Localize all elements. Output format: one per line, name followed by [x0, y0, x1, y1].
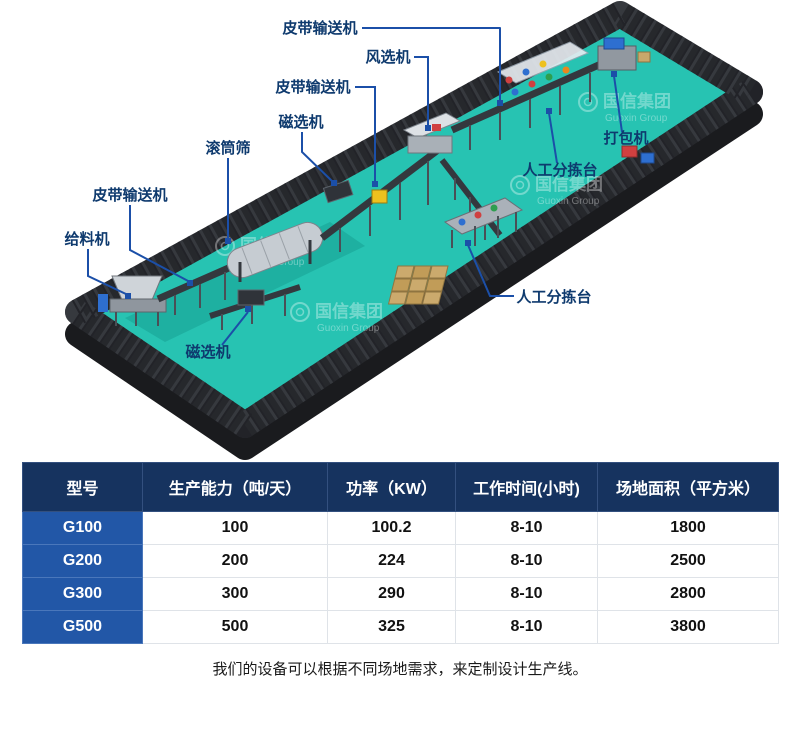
cell-site-area: 3800 — [597, 610, 779, 644]
bale-stack — [387, 265, 449, 305]
label-belt-conveyor-top: 皮带输送机 — [282, 19, 503, 106]
cell-working-hours: 8-10 — [455, 544, 598, 578]
air-separator-machine — [402, 112, 462, 154]
table-row-g100: G100 100 100.2 8-10 1800 — [22, 511, 779, 545]
watermark: 国信集团 Guoxin Group — [290, 301, 383, 334]
svg-text:国信集团: 国信集团 — [315, 301, 383, 321]
cell-capacity: 100 — [142, 511, 328, 545]
svg-text:Guoxin Group: Guoxin Group — [537, 196, 600, 207]
table-row-g300: G300 300 290 8-10 2800 — [22, 577, 779, 611]
manual-sorting-platform-lower-machine — [443, 197, 524, 248]
leader-dot — [497, 100, 503, 106]
table-row-g200: G200 200 224 8-10 2500 — [22, 544, 779, 578]
svg-text:国信集团: 国信集团 — [603, 91, 671, 111]
site-floor — [65, 1, 763, 438]
label-text: 人工分拣台 — [516, 288, 591, 306]
label-text: 人工分拣台 — [522, 161, 597, 179]
svg-text:Guoxin Group: Guoxin Group — [317, 323, 380, 334]
table-row-g500: G500 500 325 8-10 3800 — [22, 610, 779, 644]
magnetic-separator-bottom-machine — [237, 289, 265, 306]
cell-model: G100 — [22, 511, 143, 545]
watermark: 国信集团 Guoxin Group — [578, 91, 671, 124]
leader-dot — [465, 240, 471, 246]
label-air-separator: 风选机 — [365, 48, 431, 131]
table-header-row: 型号 生产能力（吨/天） 功率（KW） 工作时间(小时) 场地面积（平方米） — [22, 462, 779, 512]
leader-line — [129, 205, 191, 283]
label-text: 打包机 — [603, 129, 648, 147]
leader-dot — [546, 108, 552, 114]
cell-working-hours: 8-10 — [455, 610, 598, 644]
cell-model: G500 — [22, 610, 143, 644]
label-text: 皮带输送机 — [92, 186, 167, 204]
cell-working-hours: 8-10 — [455, 511, 598, 545]
svg-text:Guoxin Group: Guoxin Group — [605, 113, 668, 124]
leader-line — [355, 86, 376, 181]
leader-line — [613, 75, 623, 133]
label-text: 滚筒筛 — [205, 139, 250, 157]
label-text: 风选机 — [365, 48, 410, 66]
cell-capacity: 200 — [142, 544, 328, 578]
label-manual-sorting-platform-upper: 人工分拣台 — [522, 108, 598, 179]
label-text: 磁选机 — [278, 113, 323, 131]
leader-dot — [425, 125, 431, 131]
cell-site-area: 1800 — [597, 511, 779, 545]
side-equipment — [621, 145, 655, 164]
cell-power: 290 — [327, 577, 456, 611]
belt-conveyor-left-machine — [156, 259, 242, 315]
manual-sorting-platform-upper-machine — [496, 41, 590, 96]
baler-machine — [597, 37, 651, 71]
leader-line — [362, 27, 501, 100]
leader-line — [301, 132, 335, 184]
label-text: 皮带输送机 — [275, 78, 350, 96]
label-manual-sorting-platform-lower: 人工分拣台 — [465, 240, 592, 306]
cell-power: 325 — [327, 610, 456, 644]
cell-power: 100.2 — [327, 511, 456, 545]
col-header-power: 功率（KW） — [327, 462, 456, 512]
label-text: 给料机 — [64, 230, 109, 248]
leader-line — [467, 244, 514, 297]
label-text: 磁选机 — [185, 343, 230, 361]
leader-dot — [331, 180, 337, 186]
wall-brick-texture-2 — [65, 1, 763, 438]
cell-model: G300 — [22, 577, 143, 611]
svg-text:国信集团: 国信集团 — [535, 174, 603, 194]
label-trommel-screen: 滚筒筛 — [205, 139, 251, 244]
small-yellow-machine — [371, 189, 388, 204]
cell-site-area: 2500 — [597, 544, 779, 578]
col-header-working-hours: 工作时间(小时) — [455, 462, 598, 512]
leader-dot — [611, 71, 617, 77]
label-belt-conveyor-mid: 皮带输送机 — [275, 78, 378, 187]
label-magnetic-separator-bottom: 磁选机 — [185, 306, 251, 361]
cell-power: 224 — [327, 544, 456, 578]
label-magnetic-separator-mid: 磁选机 — [278, 113, 337, 186]
cell-capacity: 300 — [142, 577, 328, 611]
trommel-screen-machine — [226, 221, 324, 282]
cell-working-hours: 8-10 — [455, 577, 598, 611]
col-header-capacity: 生产能力（吨/天） — [142, 462, 328, 512]
label-baler: 打包机 — [603, 71, 649, 147]
col-header-site-area: 场地面积（平方米） — [597, 462, 779, 512]
cell-site-area: 2800 — [597, 577, 779, 611]
belt-conveyor-top-machine — [450, 56, 612, 150]
label-feeder: 给料机 — [64, 230, 131, 299]
leader-line — [414, 56, 429, 125]
leader-dot — [245, 306, 251, 312]
spec-table: 型号 生产能力（吨/天） 功率（KW） 工作时间(小时) 场地面积（平方米） G… — [22, 462, 779, 644]
leader-dot — [125, 293, 131, 299]
diagram-canvas: 国信集团 Guoxin Group 国信集团 Guoxin Group 国信集团… — [64, 1, 763, 460]
label-text: 皮带输送机 — [282, 19, 357, 37]
col-header-model: 型号 — [22, 462, 143, 512]
leader-dot — [187, 280, 193, 286]
cell-capacity: 500 — [142, 610, 328, 644]
leader-line — [548, 112, 558, 164]
leader-line — [221, 311, 249, 346]
leader-line — [87, 249, 129, 296]
production-line-diagram: 国信集团 Guoxin Group 国信集团 Guoxin Group 国信集团… — [64, 1, 763, 460]
leader-dot — [372, 181, 378, 187]
cell-model: G200 — [22, 544, 143, 578]
watermark: 国信集团 Guoxin Group — [510, 174, 603, 207]
leader-dot — [225, 238, 231, 244]
label-belt-conveyor-left: 皮带输送机 — [92, 186, 193, 286]
customization-note: 我们的设备可以根据不同场地需求，来定制设计生产线。 — [212, 661, 588, 678]
